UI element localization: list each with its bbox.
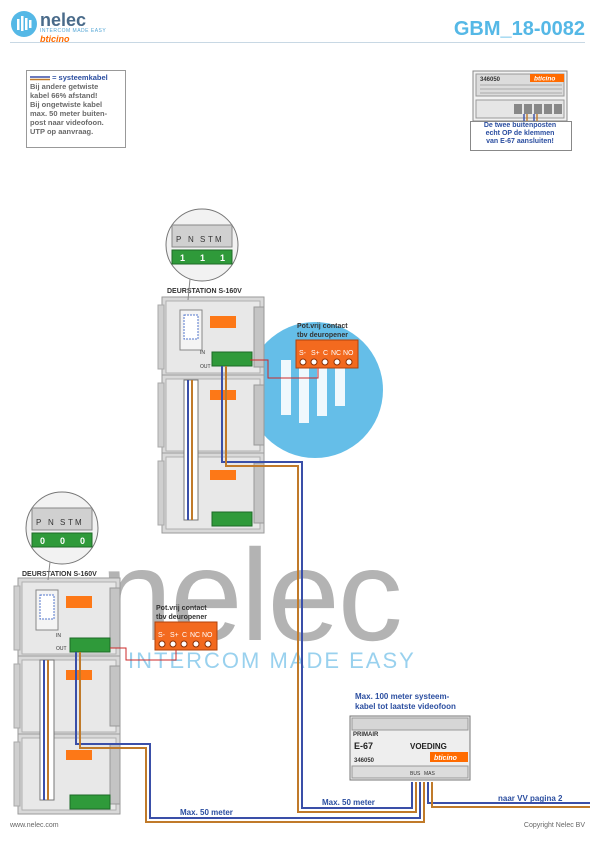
footer-copyright: Copyright Nelec BV [523,822,585,829]
bottom-contact-block [154,621,218,651]
bottom-jumper-t: T [68,518,73,527]
brand-slogan: INTERCOM MADE EASY [40,28,107,34]
top-contact-term: NC [331,350,341,357]
header-divider [10,42,585,43]
top-out-label: OUT [200,364,211,370]
bottom-jumper-value: 0 [40,536,45,546]
bottom-door-station [13,577,121,815]
bottom-jumper-value: 0 [60,536,65,546]
bottom-out-label: OUT [56,646,67,652]
note-line: UTP op aanvraag. [30,127,94,136]
top-door-station [157,296,265,534]
terminal-warning: De twee buitenposten echt OP de klemmen … [471,122,569,146]
brand-name: nelec [40,10,87,30]
terminal-card-code: 346050 [480,77,501,83]
top-contact-term: C [323,350,328,357]
note-line: Bij ongetwiste kabel [30,100,103,109]
note-line: Bij andere getwiste [30,82,99,91]
distance-middle-label: Max. 50 meter [322,798,375,807]
document-code: GBM_18-0082 [453,18,585,40]
psu-primair: PRIMAIR [353,732,379,738]
psu-caption-1: Max. 100 meter systeem- [355,692,450,701]
psu-code: 346050 [354,758,375,764]
bottom-in-label: IN [56,633,61,639]
top-contact-label-2: tbv deuropener [297,332,348,339]
warning-line: echt OP de klemmen [485,130,555,137]
top-jumper-p: P [176,235,181,244]
top-jumper-value: 1 [200,253,205,263]
top-jumper-s: S [200,235,205,244]
note-line: post naar videofoon. [30,118,104,127]
psu-bus-label: BUS [410,771,421,777]
bottom-contact-term: NC [190,632,200,639]
note-line: kabel 66% afstand! [30,91,98,100]
warning-line: van E-67 aansluiten! [486,138,554,145]
top-contact-term: NO [343,350,354,357]
top-jumper-value: 1 [180,253,185,263]
top-jumper-t: T [208,235,213,244]
power-supply-e67 [349,715,471,781]
bottom-jumper-m: M [75,518,82,527]
bottom-jumper-n: N [48,518,54,527]
top-contact-block [295,339,359,369]
bottom-contact-term: S- [158,632,166,639]
bottom-jumper-detail [25,491,99,581]
top-jumper-m: M [215,235,222,244]
top-contact-label-1: Pot.vrij contact [297,323,348,330]
bottom-jumper-p: P [36,518,41,527]
psu-name: VOEDING [410,742,447,751]
top-jumper-n: N [188,235,194,244]
bottom-contact-label-1: Pot.vrij contact [156,605,207,612]
nelec-logo-icon [11,11,37,37]
cable-legend-icon [30,76,50,81]
next-page-label: naar VV pagina 2 [498,794,563,803]
top-contact-term: S+ [311,350,320,357]
top-jumper-value: 1 [220,253,225,263]
footer-website[interactable]: www.nelec.com [10,822,59,829]
terminal-card-detail: 346050 bticino [472,70,568,122]
warning-frame [470,121,572,151]
psu-brand: bticino [434,755,458,762]
psu-mas-label: MAS [424,771,436,777]
psu-caption-2: kabel tot laatste videofoon [355,702,456,711]
top-in-label: IN [200,350,205,356]
note-line: max. 50 meter buiten- [30,109,108,118]
watermark-name: nelec [100,522,403,668]
top-jumper-detail [165,208,239,301]
bottom-jumper-value: 0 [80,536,85,546]
note-legend: = systeemkabel [52,73,108,82]
top-contact-term: S- [299,350,307,357]
psu-model: E-67 [354,741,373,751]
bottom-contact-term: NO [202,632,213,639]
partner-brand: bticino [40,34,70,44]
note-legend-row: = systeemkabel [30,73,122,82]
cable-note: = systeemkabel Bij andere getwiste kabel… [26,70,126,148]
top-station-title: DEURSTATION S-160V [167,288,242,295]
bottom-contact-label-2: tbv deuropener [156,614,207,621]
bottom-jumper-s: S [60,518,65,527]
bottom-contact-term: S+ [170,632,179,639]
terminal-card-brand: bticino [534,76,555,83]
bottom-station-title: DEURSTATION S-160V [22,571,97,578]
bottom-contact-term: C [182,632,187,639]
distance-left-label: Max. 50 meter [180,808,233,817]
warning-line: De twee buitenposten [483,122,557,129]
